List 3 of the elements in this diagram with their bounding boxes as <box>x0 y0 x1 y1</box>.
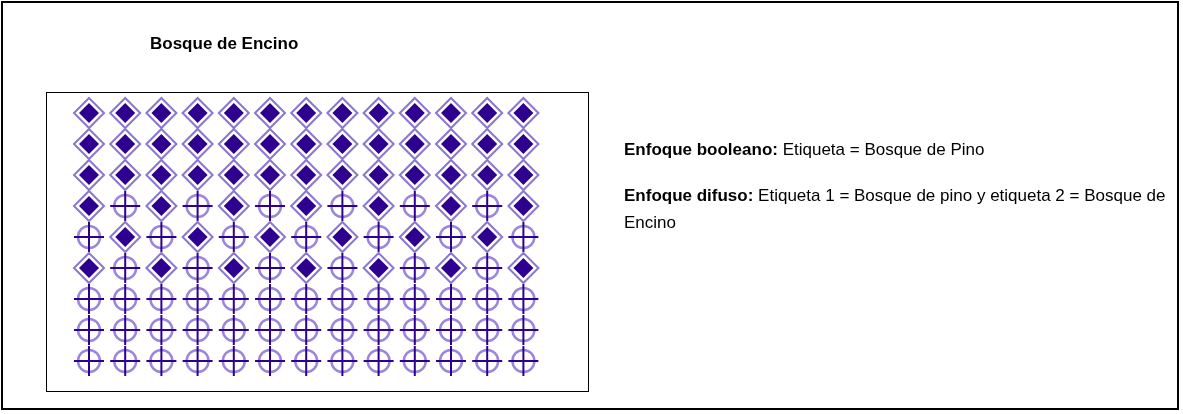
note-text: Enfoque difuso: Etiqueta 1 = Bosque de pino y etiqueta 2 = Bosque de Encino <box>624 185 1167 234</box>
figure-title: Bosque de Encino <box>150 34 299 54</box>
note-text: Enfoque booleano: Etiqueta = Bosque de Pino <box>624 139 986 161</box>
